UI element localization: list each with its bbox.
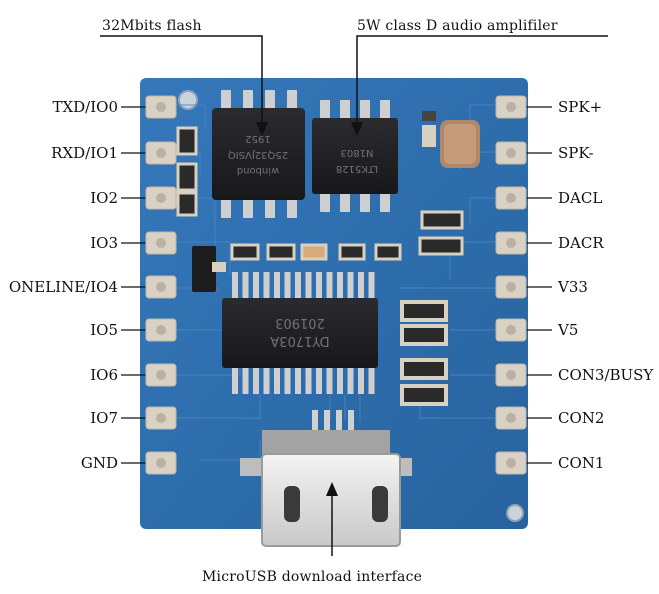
- pin-hole-left: [156, 325, 166, 335]
- pin-hole-left: [156, 413, 166, 423]
- flash-annotation: 32Mbits flash: [102, 18, 202, 34]
- main-chip-pin: [232, 366, 238, 394]
- main-chip-pin: [232, 272, 238, 300]
- pin-label-right: DACL: [558, 189, 603, 207]
- pin-label-left: IO2: [90, 189, 118, 207]
- pin-hole-right: [506, 102, 516, 112]
- left-pads: [121, 95, 177, 475]
- amplifier-annotation: 5W class D audio amplifiler: [357, 18, 558, 34]
- main-marking-2: 201903: [275, 315, 325, 330]
- pin-label-right: SPK+: [558, 98, 603, 116]
- smd-components-middle: [230, 210, 464, 261]
- microusb-annotation: MicroUSB download interface: [202, 569, 423, 585]
- pin-hole-right: [506, 238, 516, 248]
- pin-label-right: V5: [558, 321, 579, 339]
- main-chip-pin: [242, 366, 249, 394]
- pin-label-right: V33: [558, 278, 588, 296]
- main-chip-pin: [253, 366, 259, 394]
- pin-label-right: CON2: [558, 409, 605, 427]
- main-chip-pin: [263, 366, 270, 394]
- main-chip-pin: [305, 272, 312, 300]
- pin-hole-right: [506, 413, 516, 423]
- main-chip-pin: [295, 366, 301, 394]
- microusb-connector: [240, 410, 412, 547]
- smd-components-right: [400, 300, 448, 406]
- pin-hole-right: [506, 282, 516, 292]
- pin-hole-right: [506, 193, 516, 203]
- main-chip-pin: [242, 272, 249, 300]
- main-chip-pin: [274, 366, 280, 394]
- pin-hole-left: [156, 370, 166, 380]
- pin-hole-left: [156, 282, 166, 292]
- pin-hole-right: [506, 370, 516, 380]
- main-chip-pin: [337, 366, 343, 394]
- main-chip-pin: [274, 272, 280, 300]
- main-chip-pin: [316, 272, 322, 300]
- main-chip-pin: [263, 272, 270, 300]
- main-chip-pin: [326, 366, 333, 394]
- pin-label-left: RXD/IO1: [51, 144, 118, 162]
- flash-marking-3: 1952: [245, 133, 270, 144]
- callout-lines: [100, 35, 608, 556]
- flash-marking-1: winbond: [237, 165, 279, 176]
- main-chip-pin: [305, 366, 312, 394]
- capacitor: [422, 111, 480, 168]
- flash-chip: winbond 25Q32JVSIQ 1952: [212, 90, 305, 218]
- pin-hole-right: [506, 458, 516, 468]
- pin-label-left: IO5: [90, 321, 118, 339]
- pin-label-left: GND: [80, 454, 118, 472]
- pin-label-left: IO3: [90, 234, 118, 252]
- main-chip-pin: [368, 272, 375, 300]
- pin-label-left: ONELINE/IO4: [8, 278, 118, 296]
- main-chip-pin: [368, 366, 375, 394]
- pin-label-right: CON3/BUSY: [558, 366, 654, 384]
- pin-label-right: DACR: [558, 234, 604, 252]
- amplifier-chip: LTK5128 N1803: [312, 100, 398, 212]
- main-chip-pin: [337, 272, 343, 300]
- callout-arrows: [256, 122, 363, 496]
- mounting-hole: [506, 504, 524, 522]
- pin-hole-left: [156, 193, 166, 203]
- right-pads: [495, 95, 552, 475]
- pin-hole-left: [156, 148, 166, 158]
- amp-marking-1: LTK5128: [336, 163, 378, 174]
- flash-marking-2: 25Q32JVSIQ: [228, 149, 288, 160]
- pin-label-right: SPK-: [558, 144, 594, 162]
- main-chip-pin: [358, 272, 364, 300]
- pin-hole-left: [156, 458, 166, 468]
- amp-marking-2: N1803: [341, 147, 374, 158]
- main-chip-pin: [316, 366, 322, 394]
- main-chip-pin: [358, 366, 364, 394]
- main-chip-pin: [347, 272, 354, 300]
- pin-label-left: IO6: [90, 366, 118, 384]
- smd-components-left: [176, 126, 226, 292]
- pin-hole-left: [156, 238, 166, 248]
- pin-hole-right: [506, 325, 516, 335]
- main-chip-pin: [253, 272, 259, 300]
- pin-label-left: IO7: [90, 409, 118, 427]
- main-chip-pin: [284, 366, 291, 394]
- main-chip-pin: [295, 272, 301, 300]
- main-chip: DY1703A 201903: [222, 272, 378, 394]
- main-chip-pin: [347, 366, 354, 394]
- pin-hole-left: [156, 102, 166, 112]
- pin-label-right: CON1: [558, 454, 605, 472]
- main-chip-pin: [284, 272, 291, 300]
- mounting-hole: [178, 90, 198, 110]
- pin-hole-right: [506, 148, 516, 158]
- pin-label-left: TXD/IO0: [52, 98, 118, 116]
- main-chip-pin: [326, 272, 333, 300]
- main-marking-1: DY1703A: [270, 333, 329, 348]
